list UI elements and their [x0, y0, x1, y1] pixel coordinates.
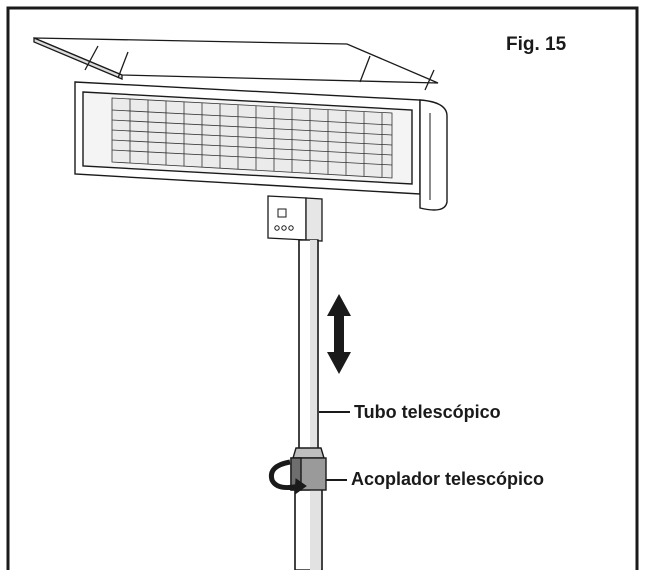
coupler-label: Acoplador telescópico: [351, 469, 545, 489]
figure-title: Fig. 15: [506, 34, 567, 55]
figure-frame: [6, 6, 639, 570]
control-box-icon: [267, 195, 323, 242]
up-down-arrow-icon: [327, 294, 351, 374]
tube-label: Tubo telescópico: [354, 402, 501, 422]
telescopic-coupler: [290, 447, 327, 491]
telescopic-tube: [298, 239, 319, 451]
lower-pole: [294, 489, 323, 570]
heater-grill: [111, 97, 393, 179]
rotate-arrow-icon: [268, 459, 307, 496]
heater-shield: [33, 37, 439, 91]
